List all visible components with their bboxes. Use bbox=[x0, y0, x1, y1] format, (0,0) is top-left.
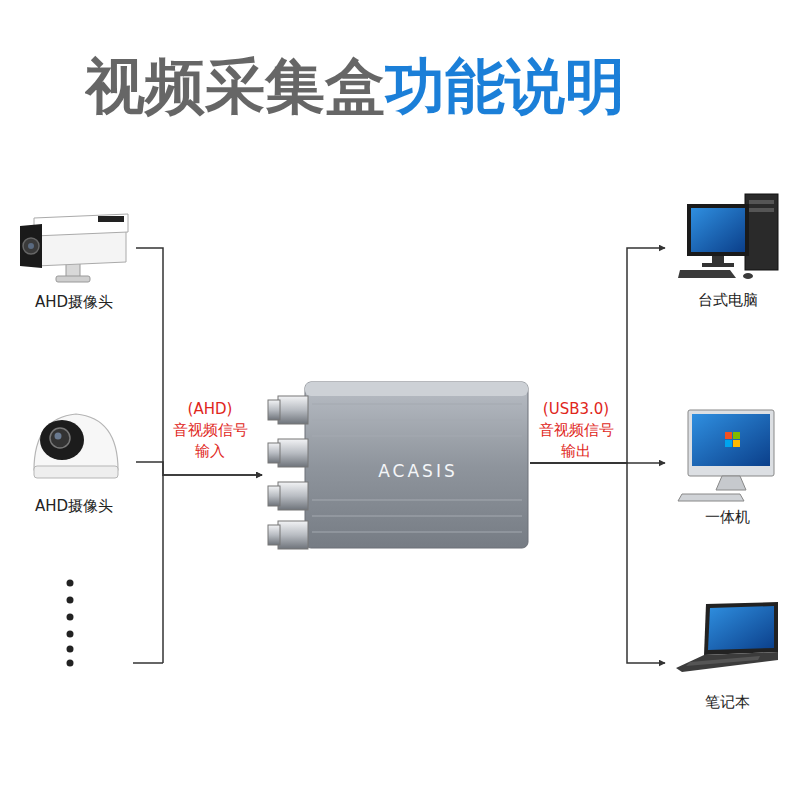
connector-arrow bbox=[136, 248, 262, 475]
desktop-computer bbox=[678, 194, 778, 279]
camera-node: AHD摄像头 bbox=[12, 208, 136, 316]
connector-arrow bbox=[530, 248, 665, 463]
node-label: AHD摄像头 bbox=[35, 496, 113, 516]
trunk-wire bbox=[133, 475, 163, 663]
dome-camera bbox=[34, 414, 118, 478]
computer-node: 一体机 bbox=[665, 405, 790, 531]
capture-box-node: ACASIS bbox=[262, 378, 530, 550]
connector-arrow bbox=[530, 463, 665, 663]
node-label: AHD摄像头 bbox=[35, 292, 113, 312]
node-label: 笔记本 bbox=[705, 692, 750, 712]
node-label: 一体机 bbox=[705, 507, 750, 527]
node-label: 台式电脑 bbox=[698, 290, 758, 310]
more-dots bbox=[67, 580, 74, 667]
bullet-camera bbox=[20, 214, 128, 282]
signal-label: (AHD) 音视频信号 输入 bbox=[171, 399, 250, 462]
camera-node: AHD摄像头 bbox=[12, 410, 136, 520]
all-in-one-computer bbox=[678, 410, 774, 501]
diagram-title: 视频采集盒功能说明 bbox=[85, 50, 625, 122]
computer-node: 台式电脑 bbox=[665, 190, 790, 314]
laptop-computer bbox=[676, 602, 778, 672]
brand-logo: ACASIS bbox=[378, 461, 457, 481]
computer-node: 笔记本 bbox=[665, 598, 790, 716]
signal-label: (USB3.0) 音视频信号 输出 bbox=[537, 399, 616, 462]
capture-box bbox=[268, 382, 528, 549]
connector-arrow bbox=[136, 462, 262, 475]
